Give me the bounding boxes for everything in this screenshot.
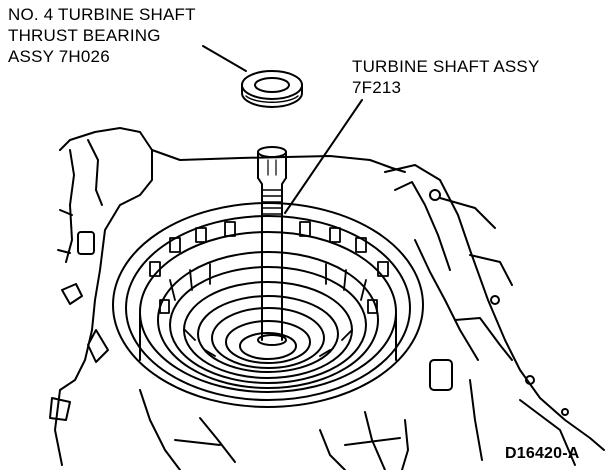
- figure-id: D16420-A: [505, 445, 580, 462]
- clutch-drum: [112, 202, 424, 408]
- bearing-leader-line: [202, 45, 247, 72]
- shaft-callout-line2: 7F213: [352, 78, 402, 97]
- turbine-shaft: [257, 146, 287, 346]
- shaft-callout-line1: TURBINE SHAFT ASSY: [352, 57, 540, 76]
- bearing-callout-line2: THRUST BEARING: [8, 26, 161, 45]
- bearing-callout-line3: ASSY 7H026: [8, 47, 110, 66]
- clutch-plate-tabs: [149, 221, 389, 357]
- transmission-case: [49, 127, 605, 470]
- bearing-callout-line1: NO. 4 TURBINE SHAFT: [8, 5, 196, 24]
- thrust-bearing: [241, 70, 303, 108]
